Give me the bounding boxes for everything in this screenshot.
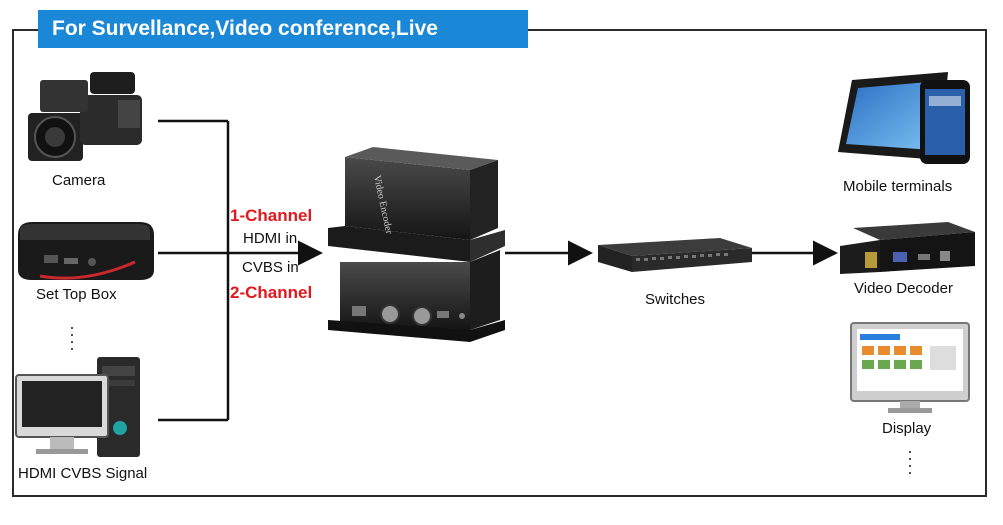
more-outputs-ellipsis: ···· <box>907 441 913 482</box>
hdmi-cvbs-signal-label: HDMI CVBS Signal <box>18 465 148 482</box>
set-top-box-icon <box>18 222 154 280</box>
banner-title: For Survellance,Video conference,Live St… <box>38 10 528 78</box>
camera-icon <box>28 72 142 161</box>
set-top-box-label: Set Top Box <box>36 286 117 303</box>
hdmi-in-label: HDMI in <box>243 230 298 247</box>
network-switch-icon <box>598 238 752 272</box>
camera-label: Camera <box>52 172 106 189</box>
more-sources-ellipsis: ···· <box>69 317 75 358</box>
mobile-terminals-icon <box>838 72 970 164</box>
video-encoder-device <box>328 147 505 342</box>
video-decoder-device <box>840 222 975 274</box>
input-connector-lines <box>158 119 323 422</box>
video-decoder-label: Video Decoder <box>854 280 953 297</box>
desktop-computer-icon <box>15 357 140 457</box>
channel-2-label: 2-Channel <box>230 283 313 302</box>
switches-label: Switches <box>645 291 706 308</box>
cvbs-in-label: CVBS in <box>242 259 299 276</box>
channel-1-label: 1-Channel <box>230 206 313 225</box>
mobile-terminals-label: Mobile terminals <box>843 178 953 195</box>
display-label: Display <box>882 420 932 437</box>
display-monitor-icon <box>850 322 970 413</box>
